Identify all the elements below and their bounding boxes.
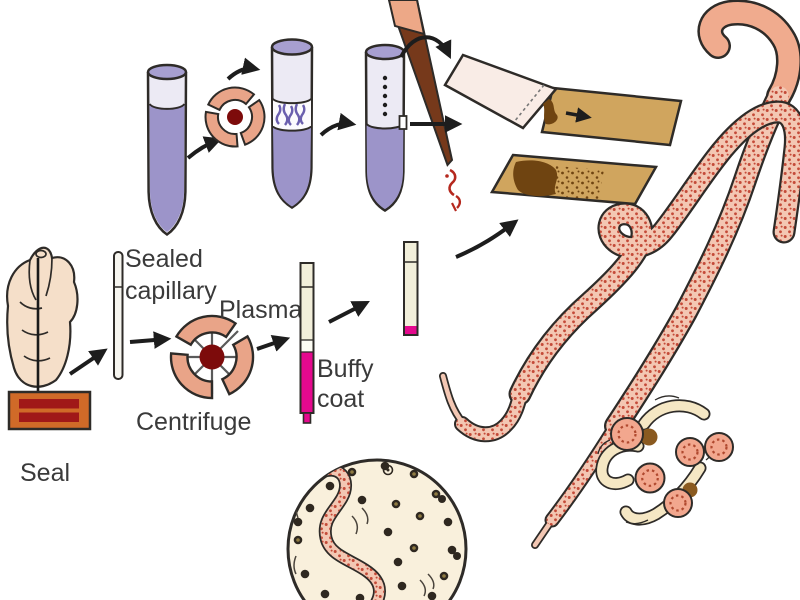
flow-arrow-7 <box>68 348 108 376</box>
capillary-plug <box>302 412 312 424</box>
thick-smear-blob <box>513 160 558 197</box>
finger-creases <box>19 249 53 362</box>
label-capillary: capillary <box>125 277 217 305</box>
microfilaria-large-right <box>531 0 800 549</box>
smear-stipple <box>552 166 604 200</box>
stained-microfilariae-cluster <box>595 395 734 526</box>
aspiration-dotted-line <box>382 75 388 117</box>
spreader-edge-dashed-line <box>513 84 545 123</box>
centrifuge-icon-large <box>158 305 259 407</box>
cut-capillary-segment <box>403 241 419 336</box>
buffy-coat-band <box>301 340 313 352</box>
specimen-tube-unspun <box>146 63 188 237</box>
capillary-seal-block <box>7 390 92 431</box>
interface-level-marker <box>398 115 408 130</box>
blood-at-spreader-edge <box>543 99 558 125</box>
flow-arrow-9 <box>256 334 291 352</box>
label-buffy: Buffy <box>317 355 374 383</box>
label-plasma: Plasma <box>219 296 302 324</box>
flow-arrow-6 <box>455 219 519 259</box>
label-seal: Seal <box>20 459 70 487</box>
spread-direction-arrow <box>565 107 592 123</box>
flow-arrow-8 <box>129 331 172 349</box>
flow-arrow-10 <box>328 300 370 324</box>
tube-being-sampled <box>364 43 408 212</box>
cell-ring <box>382 464 394 476</box>
label-centrifuge: Centrifuge <box>136 408 251 436</box>
centrifuged-capillary <box>299 262 315 424</box>
label-coat: coat <box>317 385 364 413</box>
flow-arrow-2 <box>226 57 261 81</box>
hand-holding-capillary <box>6 246 79 404</box>
blood-smear-slide <box>540 86 683 147</box>
flow-arrow-4 <box>399 35 452 59</box>
red-blood-cells <box>610 417 734 518</box>
sealed-capillary-tube <box>113 251 124 380</box>
microfilaria-large-left <box>439 100 800 443</box>
red-cell-column <box>301 352 313 412</box>
flow-arrow-3 <box>319 112 357 137</box>
worm-head-curl <box>699 1 800 107</box>
leukocyte-dot-cores <box>296 470 446 578</box>
smear-spreader-slide <box>443 53 559 130</box>
buffy-coat-tip <box>405 326 417 334</box>
interface-microfilariae-marks <box>275 103 306 126</box>
centrifuge-icon-small <box>195 76 266 153</box>
label-sealed: Sealed <box>125 245 203 273</box>
microfilaria-in-field <box>310 463 386 600</box>
blood-drop-microfilariae <box>445 168 462 212</box>
tube-with-interface-band <box>270 38 314 209</box>
thick-smear-slide <box>489 153 659 206</box>
microscope-field-view <box>286 458 468 600</box>
flow-arrow-1 <box>186 136 223 160</box>
